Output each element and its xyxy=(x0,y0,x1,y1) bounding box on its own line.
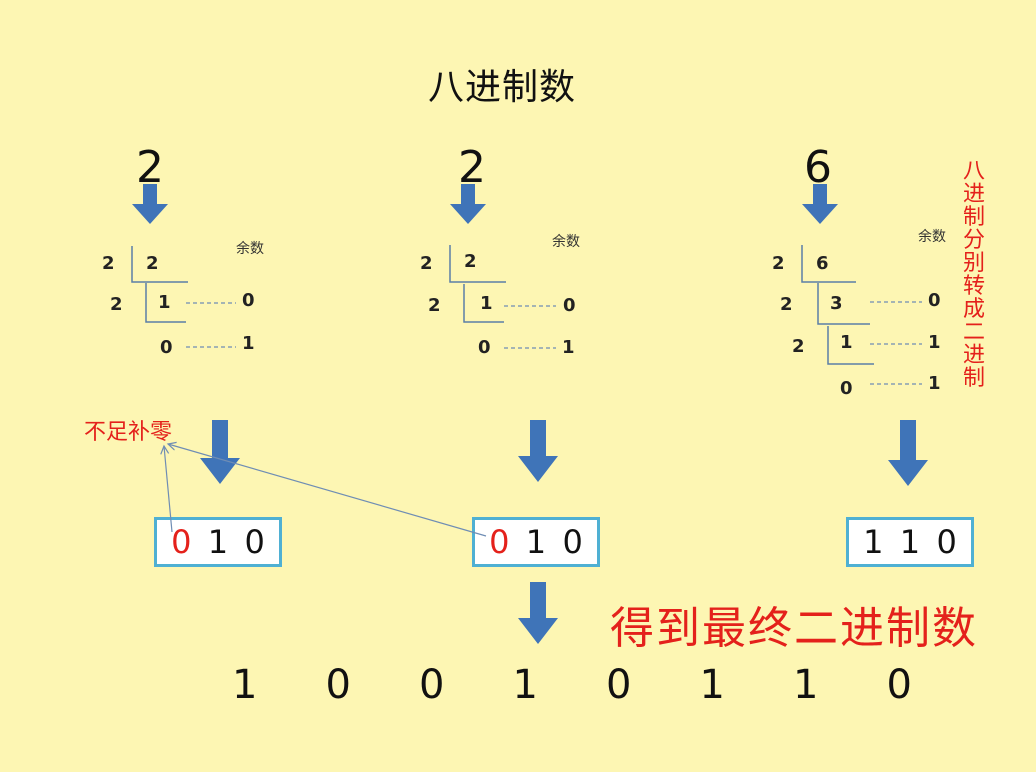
down-arrow-icon xyxy=(200,420,240,484)
division-bracket xyxy=(131,246,188,323)
remainder: 1 xyxy=(562,337,575,358)
remainder-label: 余数 xyxy=(918,229,946,245)
octal-digit: 2 xyxy=(458,142,486,193)
final-binary-digit: 0 xyxy=(419,662,445,708)
binary-result-box: 1 1 0 xyxy=(846,517,974,567)
side-note: 八进制分别转成二进制 xyxy=(962,159,985,391)
final-binary-digit: 0 xyxy=(325,662,351,708)
binary-digit: 1 xyxy=(899,523,921,561)
divisor: 2 xyxy=(780,294,793,315)
dividend: 6 xyxy=(816,253,829,274)
final-binary-digit: 1 xyxy=(232,662,258,708)
final-binary-digit: 1 xyxy=(793,662,819,708)
remainder-dashed-line xyxy=(186,301,922,385)
remainder: 0 xyxy=(242,290,255,311)
dividend: 2 xyxy=(146,253,159,274)
dividend: 1 xyxy=(480,293,493,314)
final-binary-digit: 1 xyxy=(512,662,538,708)
page-title: 八进制数 xyxy=(428,67,577,108)
remainder: 1 xyxy=(928,373,941,394)
binary-digit: 0 xyxy=(562,523,583,561)
dividend: 0 xyxy=(160,337,173,358)
padded-zero-digit: 0 xyxy=(171,523,192,561)
remainder: 1 xyxy=(928,332,941,353)
pad-zero-note: 不足补零 xyxy=(84,420,173,445)
remainder: 0 xyxy=(928,290,941,311)
octal-digit: 2 xyxy=(136,142,164,193)
final-binary-digit: 0 xyxy=(886,662,912,708)
divisor: 2 xyxy=(102,253,115,274)
binary-result-box: 0 1 0 xyxy=(472,517,600,567)
dividend: 3 xyxy=(830,293,843,314)
dividend: 0 xyxy=(840,378,853,399)
dividend: 1 xyxy=(840,332,853,353)
final-binary-digit: 0 xyxy=(606,662,632,708)
binary-result-box: 0 1 0 xyxy=(154,517,282,567)
divisor: 2 xyxy=(110,294,123,315)
division-bracket xyxy=(449,245,506,323)
down-arrow-icon xyxy=(802,184,838,224)
padded-zero-digit: 0 xyxy=(489,523,510,561)
octal-digit: 6 xyxy=(804,142,832,193)
dividend: 2 xyxy=(464,251,477,272)
final-result-label: 得到最终二进制数 xyxy=(610,603,978,654)
binary-digit: 0 xyxy=(244,523,265,561)
binary-digit: 1 xyxy=(207,523,229,561)
binary-digit: 1 xyxy=(525,523,547,561)
down-arrow-icon xyxy=(518,420,558,482)
final-binary-number: 1 0 0 1 0 1 1 0 xyxy=(232,662,912,708)
binary-digit: 0 xyxy=(936,523,957,561)
final-binary-digit: 1 xyxy=(699,662,725,708)
annotation-arrow xyxy=(164,444,487,537)
binary-digit: 1 xyxy=(863,523,884,561)
down-arrow-icon xyxy=(888,420,928,486)
dividend: 0 xyxy=(478,337,491,358)
divisor: 2 xyxy=(772,253,785,274)
divisor: 2 xyxy=(420,253,433,274)
remainder: 1 xyxy=(242,333,255,354)
remainder-label: 余数 xyxy=(552,234,580,250)
down-arrow-icon xyxy=(450,184,486,224)
down-arrow-icon xyxy=(132,184,168,224)
divisor: 2 xyxy=(792,336,805,357)
dividend: 1 xyxy=(158,292,171,313)
division-bracket xyxy=(801,245,874,365)
remainder: 0 xyxy=(563,295,576,316)
divisor: 2 xyxy=(428,295,441,316)
remainder-label: 余数 xyxy=(236,241,264,257)
down-arrow-icon xyxy=(518,582,558,644)
